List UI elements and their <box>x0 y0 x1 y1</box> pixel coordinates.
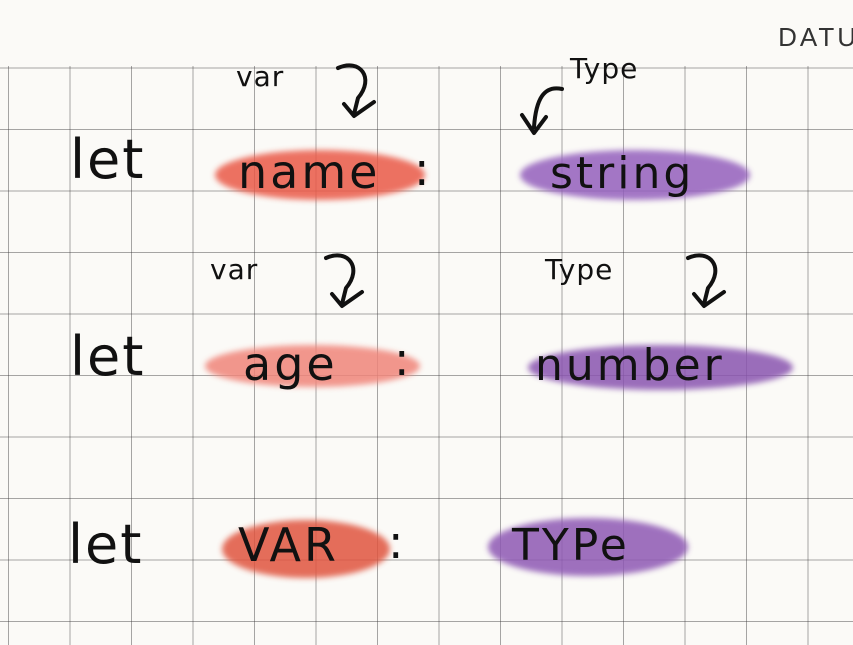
arrow-curve-icon <box>520 86 564 135</box>
var-highlight-1 <box>215 150 425 200</box>
type-highlight-1 <box>520 150 750 200</box>
type-highlight-2 <box>528 345 793 390</box>
var-highlight-3 <box>222 520 390 578</box>
var-label-2: var <box>210 253 259 286</box>
var-name-1: name <box>238 145 381 199</box>
keyword-let-1: let <box>70 128 146 191</box>
colon-2: : <box>394 332 413 386</box>
arrow-down-icon <box>336 63 376 118</box>
colon-1: : <box>414 142 433 196</box>
var-highlight-2 <box>205 345 420 387</box>
type-highlight-3 <box>488 518 688 576</box>
header-strip <box>0 0 853 66</box>
type-label-2: Type <box>545 253 614 286</box>
keyword-let-2: let <box>70 325 146 388</box>
var-name-2: age <box>243 337 338 391</box>
type-name-2: number <box>535 340 725 391</box>
var-label-1: var <box>236 60 285 93</box>
colon-3: : <box>388 515 407 569</box>
var-name-3: VAR <box>238 518 339 572</box>
arrow-down-icon <box>324 253 364 308</box>
keyword-let-3: let <box>68 513 144 576</box>
type-name-3: TYPe <box>512 520 630 571</box>
type-label-1: Type <box>570 52 639 85</box>
brand-label: DATU <box>778 22 853 52</box>
type-name-1: string <box>550 148 695 199</box>
arrow-down-icon <box>686 253 726 308</box>
